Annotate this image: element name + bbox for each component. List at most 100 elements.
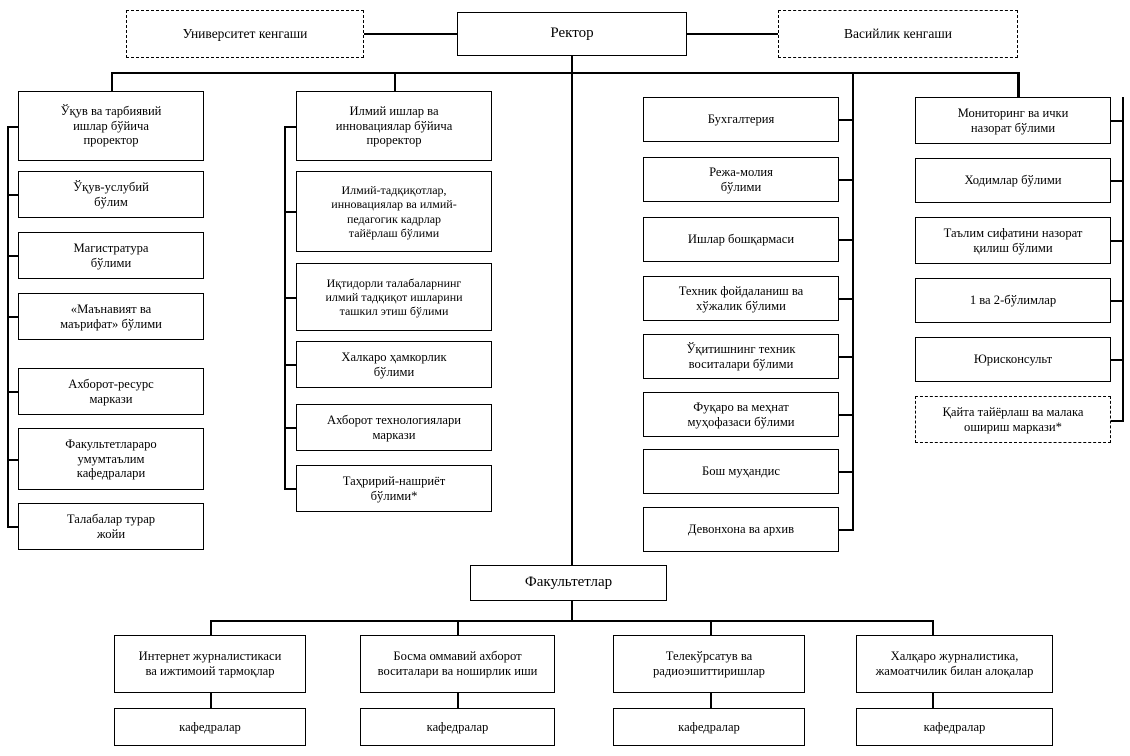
box-col4-item-1[interactable]: Ходимлар бўлими — [915, 158, 1111, 203]
box-col1-item-5[interactable]: Талабалар турар жойи — [18, 503, 204, 550]
box-col1-item-0-label: Ўқув-услубий бўлим — [73, 179, 149, 209]
box-col1-item-1[interactable]: Магистратура бўлими — [18, 232, 204, 279]
box-col2-head[interactable]: Илмий ишлар ва инновациялар бўйича проре… — [296, 91, 492, 161]
connector-col1-stub-head — [7, 126, 19, 128]
box-faculty-0-label: Интернет журналистикаси ва ижтимоий тарм… — [138, 649, 282, 678]
box-col2-head-label: Илмий ишлар ва инновациялар бўйича проре… — [335, 103, 453, 148]
connector-col3-stub-4 — [839, 356, 853, 358]
box-faculty-0-sub-label: кафедралар — [179, 719, 241, 734]
connector-col1-stub-4 — [7, 459, 19, 461]
connector-col3-stub-7 — [839, 529, 853, 531]
box-col3-item-7-label: Девонхона ва архив — [687, 522, 795, 537]
box-col1-head-label: Ўқув ва тарбиявий ишлар бўйича проректор — [60, 103, 162, 148]
connector-col2-stub-2 — [284, 364, 297, 366]
box-col2-item-3[interactable]: Ахборот технологиялари маркази — [296, 404, 492, 451]
box-col1-item-2[interactable]: «Маънавият ва маърифат» бўлими — [18, 293, 204, 340]
connector-faculties-bus — [210, 620, 933, 622]
box-col2-item-3-label: Ахборот технологиялари маркази — [327, 412, 461, 442]
box-col1-item-4[interactable]: Факультетлараро умумтаълим кафедралари — [18, 428, 204, 490]
connector-col2-stub-0 — [284, 211, 297, 213]
box-col2-item-2-label: Халкаро ҳамкорлик бўлими — [341, 349, 447, 379]
box-col1-item-3[interactable]: Ахборот-ресурс маркази — [18, 368, 204, 415]
connector-council-to-rector — [364, 33, 457, 35]
box-faculty-2-sub-label: кафедралар — [678, 719, 740, 734]
box-col4-item-2-label: Таълим сифатини назорат қилиш бўлими — [943, 225, 1083, 255]
box-col3-item-6[interactable]: Бош муҳандис — [643, 449, 839, 494]
box-col3-item-4-label: Ўқитишнинг техник воситалари бўлими — [686, 341, 796, 371]
box-col2-item-0-label: Илмий-тадқиқотлар, инновациялар ва илмий… — [331, 183, 457, 240]
box-faculty-3-label: Халқаро журналистика, жамоатчилик билан … — [875, 649, 1034, 678]
box-col1-item-0[interactable]: Ўқув-услубий бўлим — [18, 171, 204, 218]
box-rector[interactable]: Ректор — [457, 12, 687, 56]
box-faculty-2-label: Телекўрсатув ва радиоэшиттиришлар — [653, 649, 765, 678]
connector-col1-stub-1 — [7, 255, 19, 257]
box-col4-item-0[interactable]: Мониторинг ва ички назорат бўлими — [915, 97, 1111, 144]
connector-col1-stub-5 — [7, 526, 19, 528]
box-col3-item-2-label: Ишлар бошқармаси — [687, 232, 795, 247]
box-faculties-head-label: Факультетлар — [524, 574, 613, 591]
connector-bus-drop-col3 — [852, 72, 854, 97]
box-col1-item-4-label: Факультетлараро умумтаълим кафедралари — [65, 436, 157, 481]
connector-col4-stub-3 — [1111, 300, 1124, 302]
box-faculty-3-sub[interactable]: кафедралар — [856, 708, 1053, 746]
connector-rector-to-trustee — [687, 33, 778, 35]
box-trustee-council[interactable]: Васийлик кенгаши — [778, 10, 1018, 58]
box-col3-item-5-label: Фуқаро ва меҳнат муҳофазаси бўлими — [687, 399, 795, 429]
box-faculty-2-sub[interactable]: кафедралар — [613, 708, 805, 746]
box-col3-item-0-label: Бухгалтерия — [707, 112, 775, 127]
connector-col1-stub-0 — [7, 194, 19, 196]
box-col3-item-7[interactable]: Девонхона ва архив — [643, 507, 839, 552]
connector-col1-spine — [7, 126, 9, 527]
box-faculty-1-sub[interactable]: кафедралар — [360, 708, 555, 746]
connector-col4-stub-1 — [1111, 180, 1124, 182]
connector-col3-stub-0 — [839, 119, 853, 121]
box-faculty-1[interactable]: Босма оммавий ахборот воситалари ва ноши… — [360, 635, 555, 693]
connector-bus-drop-col2 — [394, 72, 396, 91]
box-faculty-2[interactable]: Телекўрсатув ва радиоэшиттиришлар — [613, 635, 805, 693]
box-faculties-head[interactable]: Факультетлар — [470, 565, 667, 601]
connector-col2-stub-1 — [284, 297, 297, 299]
connector-col3-stub-6 — [839, 471, 853, 473]
connector-faculty-1-to-sub — [457, 693, 459, 709]
connector-col2-spine — [284, 126, 286, 489]
box-col3-item-3[interactable]: Техник фойдаланиш ва хўжалик бўлими — [643, 276, 839, 321]
box-col1-item-1-label: Магистратура бўлими — [73, 240, 149, 270]
box-col3-item-0[interactable]: Бухгалтерия — [643, 97, 839, 142]
box-col3-item-2[interactable]: Ишлар бошқармаси — [643, 217, 839, 262]
box-faculty-3[interactable]: Халқаро журналистика, жамоатчилик билан … — [856, 635, 1053, 693]
box-col1-item-5-label: Талабалар турар жойи — [66, 511, 156, 541]
connector-bus-drop-col4 — [1018, 72, 1020, 97]
box-col4-retraining-center-label: Қайта тайёрлаш ва малака ошириш маркази* — [942, 404, 1084, 434]
box-rector-label: Ректор — [550, 25, 594, 42]
box-faculty-0[interactable]: Интернет журналистикаси ва ижтимоий тарм… — [114, 635, 306, 693]
connector-col4-stub-0 — [1111, 120, 1124, 122]
box-col2-item-2[interactable]: Халкаро ҳамкорлик бўлими — [296, 341, 492, 388]
box-university-council[interactable]: Университет кенгаши — [126, 10, 364, 58]
connector-col4-stub-4 — [1111, 359, 1124, 361]
box-col4-retraining-center[interactable]: Қайта тайёрлаш ва малака ошириш маркази* — [915, 396, 1111, 443]
box-col2-item-4[interactable]: Таҳририй-нашриёт бўлими* — [296, 465, 492, 512]
box-col2-item-4-label: Таҳририй-нашриёт бўлими* — [342, 473, 446, 503]
box-col4-item-3[interactable]: 1 ва 2-бўлимлар — [915, 278, 1111, 323]
connector-col2-stub-3 — [284, 427, 297, 429]
connector-col3-stub-1 — [839, 179, 853, 181]
connector-rector-to-faculties — [571, 72, 573, 566]
box-col3-item-4[interactable]: Ўқитишнинг техник воситалари бўлими — [643, 334, 839, 379]
box-faculty-0-sub[interactable]: кафедралар — [114, 708, 306, 746]
connector-faculty-drop-2 — [710, 620, 712, 636]
box-university-council-label: Университет кенгаши — [182, 26, 308, 42]
box-col4-item-4[interactable]: Юрисконсульт — [915, 337, 1111, 382]
box-col3-item-5[interactable]: Фуқаро ва меҳнат муҳофазаси бўлими — [643, 392, 839, 437]
box-col4-item-4-label: Юрисконсульт — [973, 352, 1053, 367]
box-col4-item-2[interactable]: Таълим сифатини назорат қилиш бўлими — [915, 217, 1111, 264]
connector-faculty-drop-3 — [932, 620, 934, 636]
connector-bus-drop-col1 — [111, 72, 113, 91]
connector-col4-stub-2 — [1111, 240, 1124, 242]
connector-faculty-0-to-sub — [210, 693, 212, 709]
box-col1-head[interactable]: Ўқув ва тарбиявий ишлар бўйича проректор — [18, 91, 204, 161]
box-col2-item-0[interactable]: Илмий-тадқиқотлар, инновациялар ва илмий… — [296, 171, 492, 252]
box-col3-item-1[interactable]: Режа-молия бўлими — [643, 157, 839, 202]
box-col2-item-1[interactable]: Иқтидорли талабаларнинг илмий тадқиқот и… — [296, 263, 492, 331]
box-col4-item-0-label: Мониторинг ва ички назорат бўлими — [957, 105, 1069, 135]
